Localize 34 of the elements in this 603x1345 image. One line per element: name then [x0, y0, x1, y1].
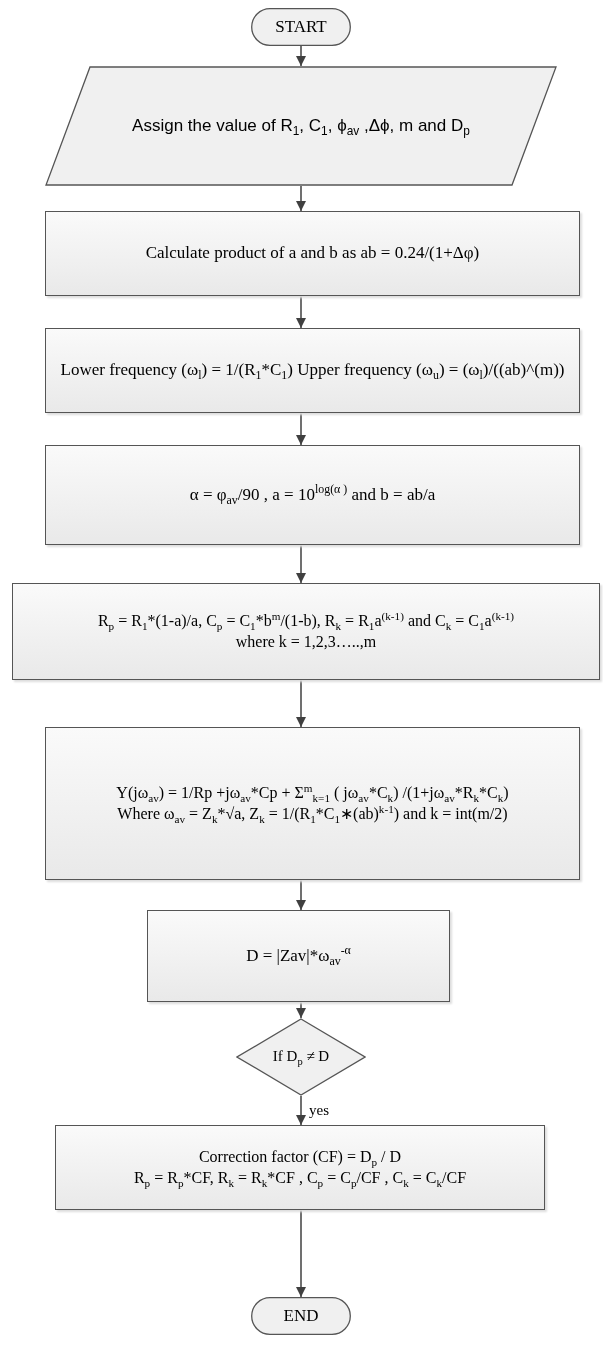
step-text: Where ω$_{av}$ = Z$_{k}$*√a, Z$_{k}$ = 1/(R$_{1}$*C$_{1}$∗(ab)$^{k-1}$) and k = int(m/2) [117, 803, 508, 825]
process-box [45, 445, 580, 545]
process-box [55, 1125, 545, 1210]
arrow [295, 1001, 307, 1019]
arrow [295, 295, 307, 329]
process-box [45, 211, 580, 296]
arrow [295, 45, 307, 67]
step-text: R$_{p}$ = R$_{1}$*(1-a)/a, C$_{p}$ = C$_{1}$*b$^{m}$/(1-b), R$_{k}$ = R$_{1}$a$^{(k-1)}$ and C$_{k}$ = C$_{1}$a$^{(k-1)}$ [97, 610, 515, 632]
process-box [45, 727, 580, 880]
arrow [295, 1095, 307, 1126]
step-text: Correction factor (CF) = D$_{p}$ / D [198, 1146, 402, 1168]
step-text: Calculate product of a and b as ab = 0.24/(1+Δφ) [145, 242, 480, 265]
terminal-label: START [275, 15, 327, 38]
process-box [147, 910, 450, 1002]
step-text: R$_{p}$ = R$_{p}$*CF, R$_{k}$ = R$_{k}$*CF , C$_{p}$ = C$_{p}$/CF , C$_{k}$ = C$_{k}$/CF [133, 1168, 467, 1189]
process-box [12, 583, 600, 680]
end-terminal [251, 1297, 351, 1335]
decision-diamond [236, 1018, 366, 1096]
arrow [295, 412, 307, 446]
step-text: Lower frequency (ω$_{l}$) = 1/(R$_{1}$*C$_{1}$) Upper frequency (ω$_{u}$) = (ω$_{l}$)/((ab)^(m)) [60, 359, 565, 382]
arrow [295, 879, 307, 911]
arrow [295, 544, 307, 584]
terminal-label: END [283, 1304, 319, 1327]
process-box [45, 328, 580, 413]
arrow [295, 185, 307, 212]
step-text: Y(jω$_{av}$) = 1/Rp +jω$_{av}$*Cp + Σ$^{m}$$_{k=1}$ ( jω$_{av}$*C$_{k}$) /(1+jω$_{av}$*R$_{k}$*C$_{k}$) [116, 782, 509, 804]
step-text: If D$_{p}$ ≠ D [272, 1047, 330, 1067]
start-terminal [251, 8, 351, 46]
arrow [295, 679, 307, 728]
input-parallelogram [45, 66, 557, 186]
step-text: α = φ$_{av}$/90 , a = 10$^{log(α )}$ and b = ab/a [189, 483, 436, 507]
step-text: where k = 1,2,3…..,m [235, 631, 377, 652]
step-text: Assign the value of R$_{1}$, C$_{1}$, ϕ$_{av}$ ,Δϕ, m and D$_{p}$ [132, 114, 470, 138]
arrow [295, 1209, 307, 1298]
